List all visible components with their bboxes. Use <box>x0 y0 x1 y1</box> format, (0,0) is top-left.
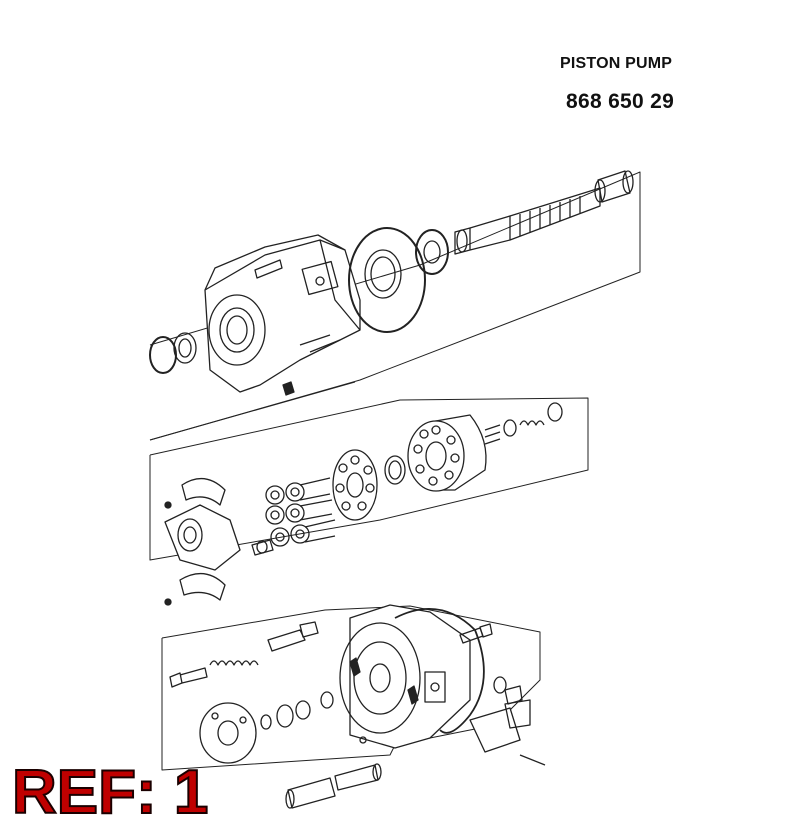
swash-plate <box>164 478 241 601</box>
valve-housing <box>339 604 471 749</box>
frame-2 <box>149 397 589 561</box>
control-piston <box>267 621 319 652</box>
diagram-title: PISTON PUMP <box>560 55 673 72</box>
cylinder-block <box>407 414 487 492</box>
pump-housing <box>204 234 361 396</box>
seal-ring-left <box>173 332 197 364</box>
control-spring <box>209 660 259 666</box>
bolt <box>169 667 208 688</box>
sleeve-pieces <box>285 763 382 809</box>
small-seal-1 <box>260 714 272 730</box>
small-seal-2 <box>276 704 294 728</box>
small-o-ring <box>493 676 507 694</box>
drive-shaft <box>454 187 601 255</box>
small-seal-3 <box>295 700 311 720</box>
spring-pack <box>484 402 563 445</box>
pin <box>251 539 274 556</box>
shaft-sleeve <box>594 170 634 203</box>
screw-right <box>459 623 493 644</box>
retainer-plate <box>332 449 378 521</box>
bearing-ring <box>364 249 402 299</box>
pressure-valve <box>469 685 546 766</box>
group-housing-shaft <box>149 170 641 441</box>
gasket-ring <box>394 607 485 734</box>
small-seal-4 <box>320 691 334 709</box>
large-o-ring <box>348 227 426 333</box>
pistons <box>265 477 336 547</box>
snap-ring <box>149 336 177 374</box>
group-rotating <box>149 397 589 606</box>
port-plate <box>199 702 257 764</box>
group-valve-block <box>161 604 546 809</box>
reference-label: REF: 1 <box>11 758 209 827</box>
shaft-nut <box>415 229 449 275</box>
part-number: 868 650 29 <box>566 90 675 113</box>
needle-bearing <box>384 455 406 485</box>
